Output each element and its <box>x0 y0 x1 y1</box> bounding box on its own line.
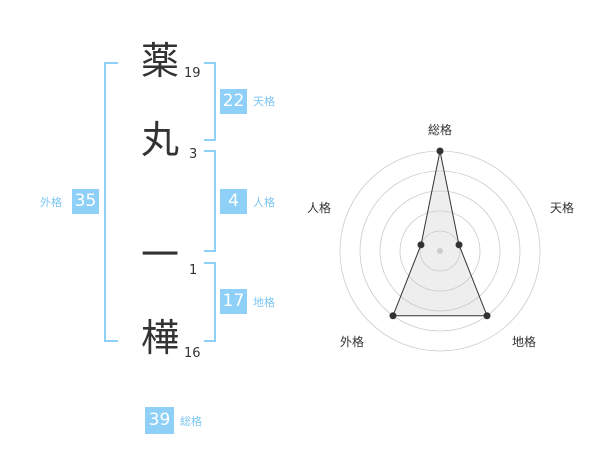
gaikaku-label: 外格 <box>40 196 62 209</box>
name-char-3: 一 <box>141 233 180 277</box>
radar-axis-label-tenkaku: 天格 <box>550 201 575 215</box>
radar-point-5 <box>417 241 425 249</box>
radar-point-2 <box>455 241 463 249</box>
stroke-count-2: 3 <box>189 147 198 162</box>
stroke-count-1: 19 <box>184 66 201 81</box>
stroke-count-3: 1 <box>189 263 198 278</box>
radar-axis-label-jinkaku: 人格 <box>307 201 332 215</box>
soukaku-label: 総格 <box>180 415 202 428</box>
radar-ring <box>419 230 461 272</box>
radar-point-4 <box>389 312 397 320</box>
radar-ring <box>399 210 481 292</box>
name-char-2: 丸 <box>141 118 180 162</box>
stroke-count-4: 16 <box>184 346 201 361</box>
radar-axis-label-gaikaku: 外格 <box>340 335 365 349</box>
chikaku-bracket <box>204 262 216 342</box>
tenkaku-label: 天格 <box>253 95 275 108</box>
jinkaku-label: 人格 <box>253 196 275 209</box>
radar-polygon <box>392 150 488 317</box>
radar-axis-label-soukaku: 総格 <box>428 123 453 137</box>
gaikaku-bracket <box>104 62 118 342</box>
tenkaku-value-badge: 22 <box>220 89 247 114</box>
radar-point-3 <box>483 312 491 320</box>
chikaku-value-badge: 17 <box>220 289 247 314</box>
radar-axis-label-chikaku: 地格 <box>512 335 537 349</box>
name-char-4: 樺 <box>141 316 180 360</box>
gaikaku-value-badge: 35 <box>72 189 99 214</box>
soukaku-value-badge: 39 <box>145 407 174 434</box>
jinkaku-bracket <box>204 150 216 252</box>
name-char-1: 薬 <box>141 39 180 83</box>
radar-ring <box>359 170 521 332</box>
radar-ring <box>379 190 501 312</box>
chikaku-label: 地格 <box>253 296 275 309</box>
radar-point-1 <box>436 147 444 155</box>
radar-center-dot <box>437 248 443 254</box>
tenkaku-bracket <box>204 62 216 141</box>
jinkaku-value-badge: 4 <box>220 189 247 214</box>
